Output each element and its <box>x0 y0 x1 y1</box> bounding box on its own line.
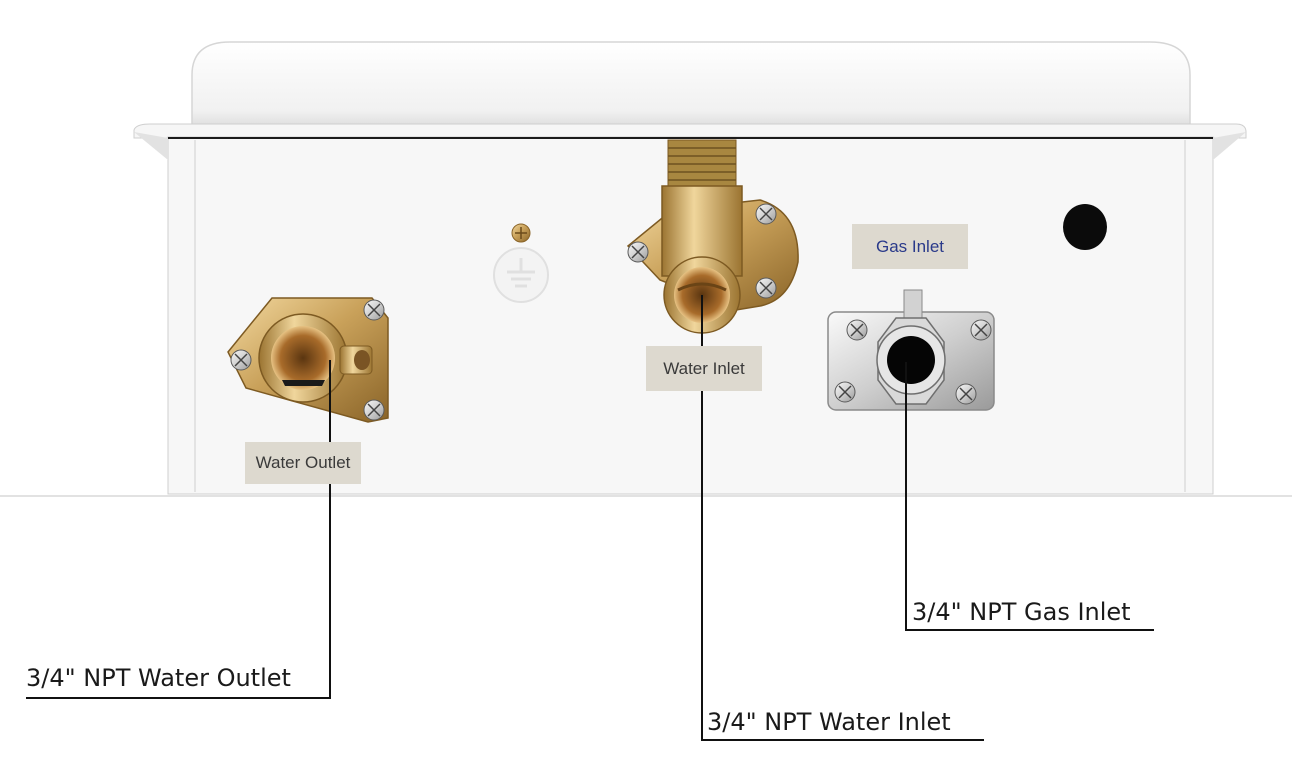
ground-symbol-icon <box>493 247 549 303</box>
heater-rim <box>133 123 1247 139</box>
vent-hole <box>1063 204 1107 250</box>
gas-inlet-tag: Gas Inlet <box>852 224 968 269</box>
heater-lid <box>191 41 1191 129</box>
leader-gas-inlet <box>905 362 1154 631</box>
callout-water-outlet: 3/4" NPT Water Outlet <box>26 664 291 692</box>
water-outlet-fitting <box>227 297 389 423</box>
callout-water-inlet: 3/4" NPT Water Inlet <box>707 708 951 736</box>
water-inlet-tag: Water Inlet <box>646 346 762 391</box>
leader-water-inlet <box>701 295 984 741</box>
water-inlet-fitting <box>626 139 799 334</box>
callout-gas-inlet: 3/4" NPT Gas Inlet <box>912 598 1131 626</box>
water-outlet-tag: Water Outlet <box>245 442 361 484</box>
gas-inlet-fitting <box>827 289 995 411</box>
